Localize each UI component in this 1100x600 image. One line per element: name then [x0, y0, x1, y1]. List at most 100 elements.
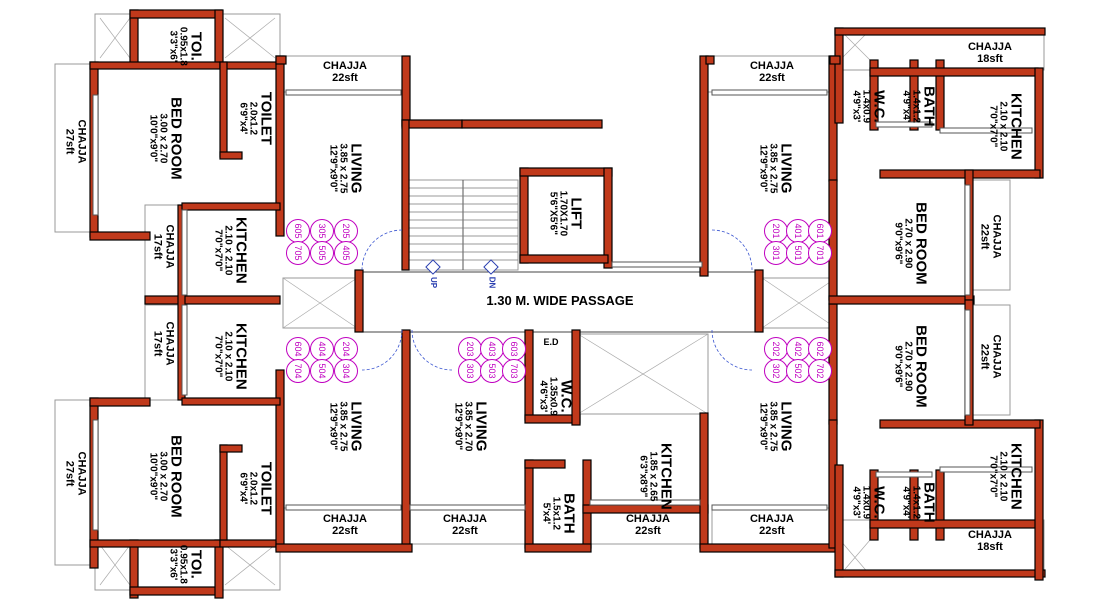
room-kitchen-right-bottom: KITCHEN 2.10 x 2.10 7'0"x7'0": [987, 426, 1024, 526]
lift-size: 1.70X1.70: [557, 190, 569, 237]
room-imperial: 9'0"x9'6": [892, 345, 904, 388]
room-name: W.C.: [870, 90, 888, 123]
flat-number: 701: [808, 241, 832, 265]
room-name: BATH: [920, 86, 938, 127]
room-name: LIVING: [347, 143, 365, 194]
room-name: KITCHEN: [1007, 443, 1025, 510]
room-name: W.C.: [870, 486, 888, 519]
chajja-name: CHAJJA: [990, 214, 1003, 259]
chajja-area: 17sft: [152, 330, 164, 357]
chajja-area: 22sft: [759, 524, 785, 537]
room-toi-top: TOI. 0.95x1.8 3'3"x6': [167, 11, 204, 81]
chajja-name: CHAJJA: [75, 451, 88, 496]
room-living-mid-bottom: LIVING 3.85 x 2.70 12'9"x9'0": [452, 371, 489, 481]
chajja-name: CHAJJA: [75, 119, 88, 164]
room-size: 3.85 x 2.75: [337, 401, 349, 452]
room-bath-right-bottom: BATH 1.4x1.2 4'9"x4': [900, 472, 937, 532]
room-bed-left-bottom: BED ROOM 3.00 x 2.70 10'0"x9'0": [147, 421, 184, 531]
room-imperial: 6'9"x4': [237, 102, 249, 135]
room-name: KITCHEN: [1007, 93, 1025, 160]
room-name: LIVING: [347, 401, 365, 452]
lift-label: LIFT 1.70X1.70 5'6"X5'6": [547, 178, 584, 248]
flat-number: 702: [808, 359, 832, 383]
room-name: TOI.: [187, 549, 205, 579]
room-living-left-top: LIVING 3.85 x 2.75 12'9"x9'0": [327, 113, 364, 223]
chajja-name: CHAJJA: [967, 529, 1012, 541]
flat-number: 204: [334, 337, 358, 361]
room-size: 0.95x1.8: [177, 544, 189, 584]
room-imperial: 4'9"x3': [850, 486, 862, 519]
chajja-name: CHAJJA: [163, 321, 176, 366]
flat-number: 503: [480, 359, 504, 383]
chajja-area: 22sft: [759, 71, 785, 84]
room-size: 2.10 x 2.10: [222, 225, 234, 276]
flat-number: 703: [502, 359, 526, 383]
flat-number: 504: [310, 359, 334, 383]
room-wc-right-bottom: W.C. 1.4x0.9 4'9"x3': [850, 472, 887, 532]
room-imperial: 4'6"x3': [537, 380, 549, 413]
room-kitchen-left-bottom: KITCHEN 2.10 x 2.10 7'0"x7'0": [212, 306, 249, 406]
chajja-area: 18sft: [977, 52, 1003, 65]
room-name: LIVING: [777, 401, 795, 452]
room-size: 1.85 x 2.65: [647, 451, 659, 502]
room-name: LIVING: [472, 401, 490, 452]
room-living-right-top: LIVING 3.85 x 2.75 12'9"x9'0": [757, 113, 794, 223]
room-bed-left-top: BED ROOM 3.00 x 2.70 10'0"x9'0": [147, 83, 184, 193]
room-bed-right-top: BED ROOM 2.70 x 2.90 9'0"x9'6": [892, 188, 929, 298]
room-name: BATH: [560, 493, 578, 534]
room-bed-right-bottom: BED ROOM 2.70 x 2.90 9'0"x9'6": [892, 311, 929, 421]
room-size: 1.4x0.9: [860, 89, 872, 124]
room-size: 1.4x1.2: [910, 89, 922, 124]
room-imperial: 6'9"x4': [237, 472, 249, 505]
door-arcs: [361, 229, 753, 371]
room-bath-mid: BATH 1.5x1.2 5'x4': [540, 483, 577, 543]
room-name: BATH: [920, 482, 938, 523]
room-living-left-bottom: LIVING 3.85 x 2.75 12'9"x9'0": [327, 371, 364, 481]
room-size: 3.85 x 2.75: [337, 143, 349, 194]
lift-name: LIFT: [567, 197, 585, 230]
room-imperial: 3'3"x6': [167, 548, 179, 581]
chajja-name: CHAJJA: [990, 334, 1003, 379]
room-name: LIVING: [777, 143, 795, 194]
flat-number: 705: [286, 241, 310, 265]
room-size: 3.85 x 2.70: [462, 401, 474, 452]
room-imperial: 7'0"x7'0": [212, 335, 224, 378]
room-size: 0.95x1.8: [177, 26, 189, 66]
flat-number: 403: [480, 337, 504, 361]
room-name: W.C.: [557, 380, 575, 413]
flat-number: 601: [808, 219, 832, 243]
room-imperial: 5'x4': [540, 502, 552, 525]
room-kitchen-left-top: KITCHEN 2.10 x 2.10 7'0"x7'0": [212, 200, 249, 300]
room-size: 3.85 x 2.75: [767, 143, 779, 194]
room-name: KITCHEN: [232, 217, 250, 284]
chajja-area: 18sft: [977, 540, 1003, 553]
flat-number: 305: [310, 219, 334, 243]
room-imperial: 12'9"x9'0": [327, 402, 339, 451]
flat-number: 201: [764, 219, 788, 243]
room-bath-right-top: BATH 1.4x1.2 4'9"x4': [900, 76, 937, 136]
flat-number: 301: [764, 241, 788, 265]
flat-number: 205: [334, 219, 358, 243]
passage-label: 1.30 M. WIDE PASSAGE: [486, 293, 634, 308]
chajja-area: 22sft: [452, 524, 478, 537]
room-imperial: 12'9"x9'0": [757, 144, 769, 193]
room-size: 2.0x1.2: [247, 101, 259, 136]
flat-number: 704: [286, 359, 310, 383]
flat-number: 302: [764, 359, 788, 383]
lift-imperial: 5'6"X5'6": [547, 191, 559, 235]
room-size: 2.70 x 2.90: [902, 341, 914, 392]
chajja-name: CHAJJA: [625, 513, 670, 525]
chajja-area: 17sft: [152, 233, 164, 260]
chajja-name: CHAJJA: [749, 513, 794, 525]
room-imperial: 3'3"x6': [167, 30, 179, 63]
passage-area: [356, 271, 758, 333]
room-kitchen-right-top: KITCHEN 2.10 x 2.10 7'0"x7'0": [987, 76, 1024, 176]
chajja-name: CHAJJA: [967, 41, 1012, 53]
